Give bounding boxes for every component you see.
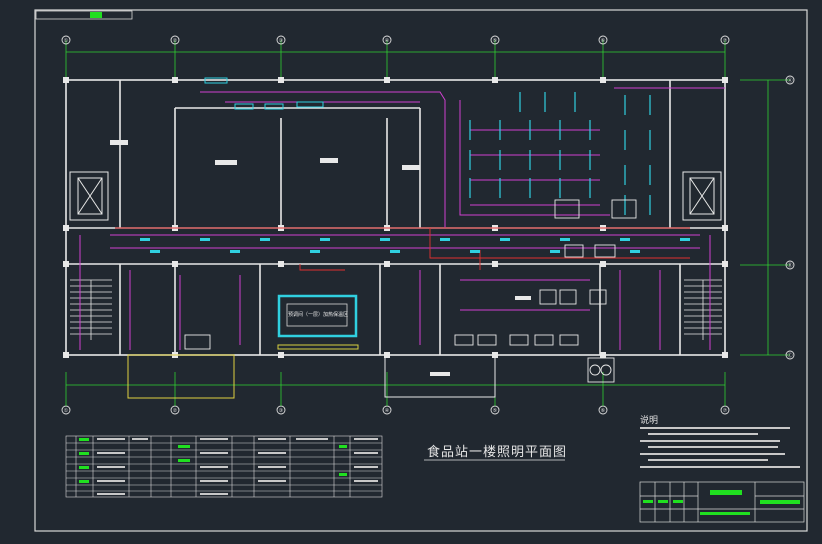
axis-label-top: ⑥	[601, 38, 606, 44]
central-counter	[277, 294, 359, 350]
axis-label-right: Ⓐ	[787, 77, 792, 84]
fixture-schedule-symbols	[79, 438, 347, 483]
lighting-circuits	[79, 87, 725, 350]
axis-label-top: ⑦	[723, 38, 728, 44]
axis-label-top: ②	[173, 38, 178, 44]
axis-label-bottom: ④	[385, 408, 390, 414]
axis-label-right: Ⓑ	[787, 262, 792, 269]
structural-columns	[63, 77, 728, 358]
lobby-outline	[384, 354, 496, 398]
axis-bubbles-top	[61, 35, 730, 45]
corridor-fixtures	[140, 238, 690, 253]
axis-label-bottom: ⑤	[493, 408, 497, 414]
exhaust-fans	[204, 77, 324, 110]
axis-label-bottom: ⑥	[601, 408, 606, 414]
title-block	[639, 481, 805, 523]
top-title-strip-fill	[90, 12, 102, 18]
elevator-left	[69, 171, 109, 221]
axis-label-bottom: ②	[173, 408, 178, 414]
axis-label-top: ④	[385, 38, 390, 44]
notes-heading: 说明	[640, 416, 659, 426]
central-counter-label: 预调间（一层）加热保温区	[288, 311, 348, 318]
power-circuits	[115, 227, 690, 271]
kitchen-fixtures	[469, 92, 651, 215]
building-walls	[65, 79, 726, 356]
axis-label-bottom: ①	[64, 408, 69, 414]
entrance-canopy	[127, 354, 235, 399]
top-dimension-chain	[65, 40, 726, 80]
axis-label-bottom: ⑦	[723, 408, 728, 414]
axis-label-top: ③	[279, 38, 283, 44]
stair-left	[70, 279, 112, 340]
axis-bubbles-bottom	[61, 405, 730, 415]
title-block-fills	[643, 490, 800, 515]
fixture-schedule-table	[65, 435, 383, 498]
axis-label-top: ⑤	[493, 38, 497, 44]
kitchen-equipment	[184, 199, 637, 383]
bottom-dimension-chain	[65, 372, 726, 406]
fixture-schedule-text-marks	[97, 438, 378, 495]
stair-right	[684, 279, 722, 340]
axis-label-top: ①	[64, 38, 69, 44]
elevator-right	[682, 171, 722, 221]
drawing-border	[34, 9, 808, 532]
axis-label-right: Ⓒ	[787, 352, 792, 359]
right-dimension-chain	[740, 79, 790, 356]
axis-bubbles-right	[785, 75, 795, 360]
top-title-strip	[35, 10, 133, 20]
room-labels	[110, 140, 531, 376]
drawing-title: 食品站一楼照明平面图	[427, 445, 568, 460]
axis-label-bottom: ③	[279, 408, 283, 414]
notes-text-lines	[640, 427, 800, 468]
